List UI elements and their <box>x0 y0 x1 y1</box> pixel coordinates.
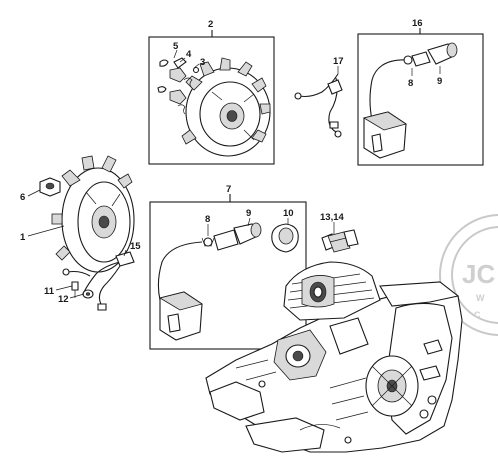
wire-harness-17 <box>294 73 343 138</box>
ignition-module-top <box>362 42 458 159</box>
callout-6: 6 <box>20 192 25 203</box>
washer-12 <box>82 289 94 299</box>
callout-9-top: 9 <box>437 76 442 87</box>
short-circuit-wire-15 <box>62 251 135 311</box>
leader-line-3 <box>193 63 200 69</box>
leader-line-6 <box>27 189 41 197</box>
leader-line-5 <box>173 49 178 59</box>
leader-line-4 <box>179 57 186 63</box>
callout-11: 11 <box>44 286 55 297</box>
screw-11 <box>71 281 79 298</box>
callout-8: 8 <box>205 214 210 225</box>
callout-1: 1 <box>20 232 26 243</box>
spark-plug-13-14 <box>321 229 359 253</box>
nut-6 <box>39 177 61 197</box>
leader-line-12 <box>69 293 85 299</box>
pawl-parts <box>157 57 200 115</box>
leader-line-9 <box>247 217 251 227</box>
callout-15: 15 <box>130 241 141 252</box>
callout-7: 7 <box>226 184 231 195</box>
boot-10 <box>271 223 299 253</box>
callout-16: 16 <box>412 18 423 29</box>
callout-10: 10 <box>283 208 294 219</box>
spark-plug-terminal-9 <box>213 222 262 251</box>
callout-12: 12 <box>58 294 69 305</box>
leader-line-1 <box>27 225 65 237</box>
callout-13-14: 13,14 <box>320 212 344 223</box>
leader-line-15 <box>123 249 127 257</box>
callout-4: 4 <box>186 49 192 60</box>
watermark-text-small-2: C <box>474 310 481 320</box>
callout-5: 5 <box>173 41 179 52</box>
engine-housing <box>205 261 463 453</box>
callout-3: 3 <box>200 57 205 68</box>
spring-8 <box>201 237 215 247</box>
leader-line-11 <box>55 285 73 291</box>
callout-labels: 2 5 4 3 16 8 9 17 6 1 7 8 9 10 13,14 15 … <box>20 18 442 305</box>
flywheel-with-pawls <box>181 57 271 157</box>
callout-17: 17 <box>333 56 344 67</box>
watermark-text-small: W <box>476 293 485 303</box>
callout-8-top: 8 <box>408 78 413 89</box>
watermark-logo: JC W C <box>439 214 498 336</box>
watermark-text: JC <box>462 259 495 289</box>
ignition-module-7 <box>157 241 203 341</box>
callout-2: 2 <box>208 19 213 30</box>
flywheel-1 <box>51 155 135 273</box>
callout-9: 9 <box>246 208 251 219</box>
